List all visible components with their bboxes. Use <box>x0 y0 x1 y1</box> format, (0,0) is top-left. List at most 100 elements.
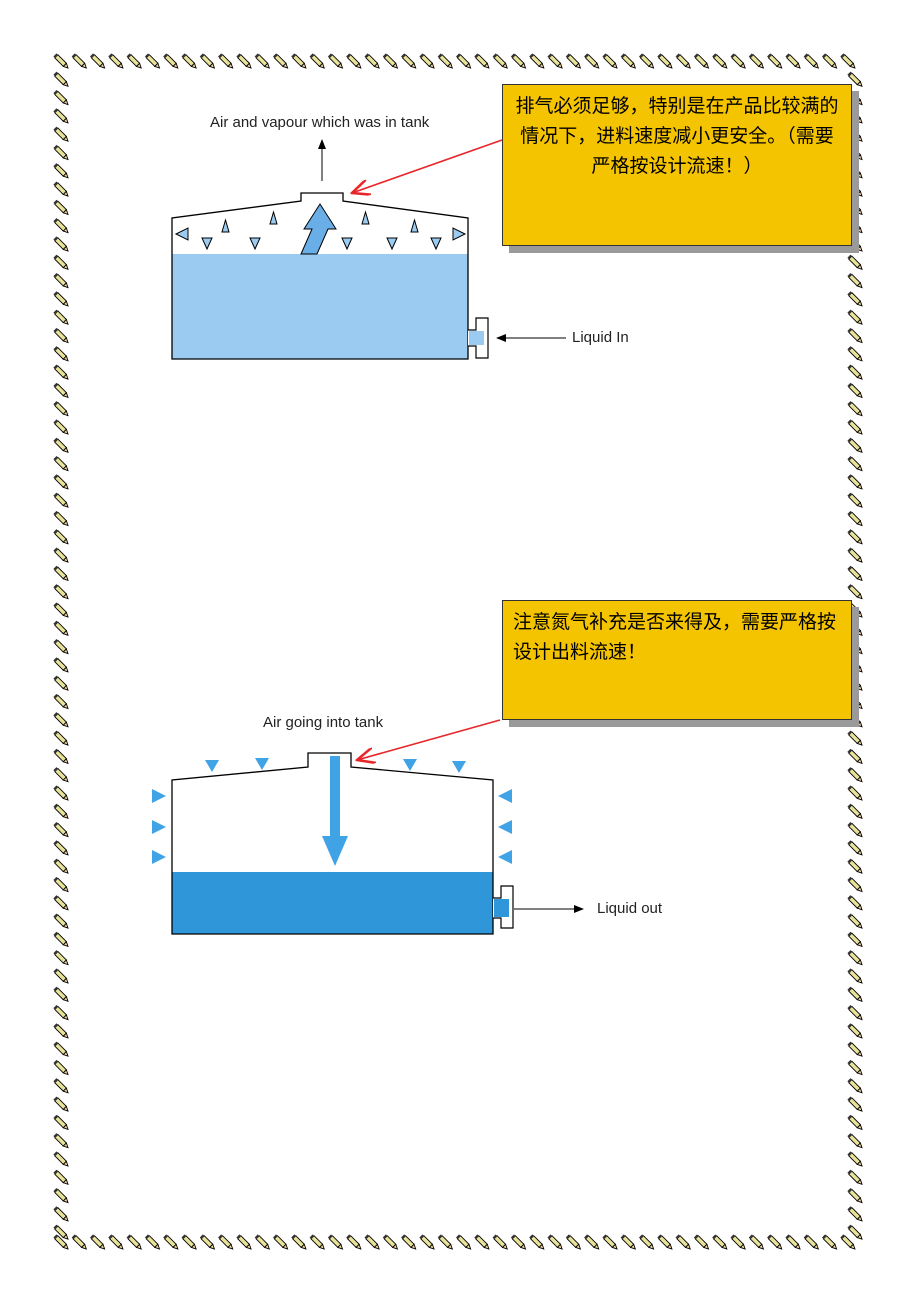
pencil-icon <box>254 1234 271 1250</box>
bottom-tank-outline <box>171 752 494 935</box>
bottom-outlet-liquid <box>494 899 509 917</box>
pencil-icon <box>53 986 69 1003</box>
pencil-icon <box>53 126 69 142</box>
pencil-icon <box>53 272 69 289</box>
pencil-icon <box>565 1234 582 1250</box>
pencil-icon <box>847 1133 863 1149</box>
pencil-icon <box>529 1234 545 1250</box>
pencil-icon <box>847 821 863 838</box>
pencil-icon <box>803 53 820 69</box>
pencil-icon <box>840 1234 856 1250</box>
pencil-icon <box>382 53 399 69</box>
pencil-icon <box>108 53 124 69</box>
pencil-icon <box>53 144 69 161</box>
pencil-icon <box>126 53 142 69</box>
pencil-icon <box>847 1151 863 1167</box>
pencil-icon <box>675 53 691 69</box>
pencil-icon <box>309 1234 325 1250</box>
pencil-icon <box>847 364 863 380</box>
pencil-icon <box>53 1169 69 1186</box>
pencil-icon <box>638 53 655 69</box>
pencil-icon <box>53 529 69 545</box>
bottom-air-markers <box>152 758 512 864</box>
pencil-icon <box>272 53 289 69</box>
pencil-icon <box>53 364 69 380</box>
pencil-icon <box>584 1234 600 1250</box>
pencil-icon <box>847 950 863 966</box>
pencil-icon <box>53 199 69 216</box>
pencil-icon <box>126 1234 142 1250</box>
pencil-icon <box>547 53 563 69</box>
pencil-icon <box>53 620 69 637</box>
pencil-icon <box>492 53 508 69</box>
pencil-icon <box>53 840 69 856</box>
pencil-icon <box>847 492 863 508</box>
pencil-icon <box>767 53 783 69</box>
pencil-icon <box>847 529 863 545</box>
pencil-icon <box>620 1234 637 1250</box>
pencil-icon <box>620 53 637 69</box>
pencil-icon <box>53 1004 69 1021</box>
pencil-icon <box>474 53 490 69</box>
pencil-icon <box>492 1234 508 1250</box>
pencil-icon <box>785 1234 801 1250</box>
pencil-icon <box>53 327 69 344</box>
pencil-icon <box>847 986 863 1003</box>
pencil-icon <box>53 803 69 820</box>
pencil-icon <box>401 53 417 69</box>
pencil-icon <box>53 181 69 197</box>
pencil-icon <box>163 1234 179 1250</box>
pencil-icon <box>847 1206 863 1222</box>
pencil-icon <box>53 1041 69 1057</box>
pencil-icon <box>53 950 69 966</box>
pencil-icon <box>236 53 252 69</box>
pencil-icon <box>53 913 69 929</box>
pencil-icon <box>53 455 69 472</box>
pencil-icon <box>847 931 863 948</box>
pencil-icon <box>309 53 325 69</box>
pencil-icon <box>218 1234 234 1250</box>
pencil-icon <box>419 1234 435 1250</box>
pencil-icon <box>821 1234 838 1250</box>
pencil-icon <box>847 346 863 362</box>
pencil-icon <box>847 437 863 454</box>
pencil-icon <box>638 1234 655 1250</box>
pencil-icon <box>547 1234 563 1250</box>
pencil-icon <box>71 53 88 69</box>
pencil-icon <box>53 657 69 673</box>
pencil-icon <box>657 1234 673 1250</box>
pencil-icon <box>847 767 863 783</box>
pencil-icon <box>327 53 344 69</box>
pencil-icon <box>847 474 863 490</box>
pencil-icon <box>144 53 161 69</box>
pencil-icon <box>254 53 271 69</box>
pencil-icon <box>847 584 863 600</box>
pencil-icon <box>382 1234 399 1250</box>
pencil-icon <box>53 71 69 88</box>
bottom-air-arrow-shaft <box>330 756 340 838</box>
pencil-icon <box>803 1234 820 1250</box>
pencil-icon <box>847 327 863 344</box>
pencil-icon <box>847 455 863 472</box>
pencil-icon <box>748 53 765 69</box>
pencil-icon <box>847 803 863 820</box>
pencil-icon <box>364 1234 380 1250</box>
pencil-icon <box>181 1234 197 1250</box>
pencil-icon <box>437 53 454 69</box>
pencil-icon <box>53 876 69 893</box>
pencil-icon <box>53 748 69 765</box>
pencil-icon <box>847 565 863 582</box>
pencil-icon <box>53 1224 69 1240</box>
pencil-icon <box>847 1114 863 1131</box>
pencil-icon <box>53 858 69 874</box>
pencil-icon <box>53 1096 69 1112</box>
pencil-icon <box>53 401 69 417</box>
pencil-icon <box>53 730 69 746</box>
top-vapour-markers <box>174 210 467 251</box>
pencil-icon <box>419 53 435 69</box>
pencil-icon <box>847 748 863 765</box>
pencil-icon <box>840 53 856 69</box>
